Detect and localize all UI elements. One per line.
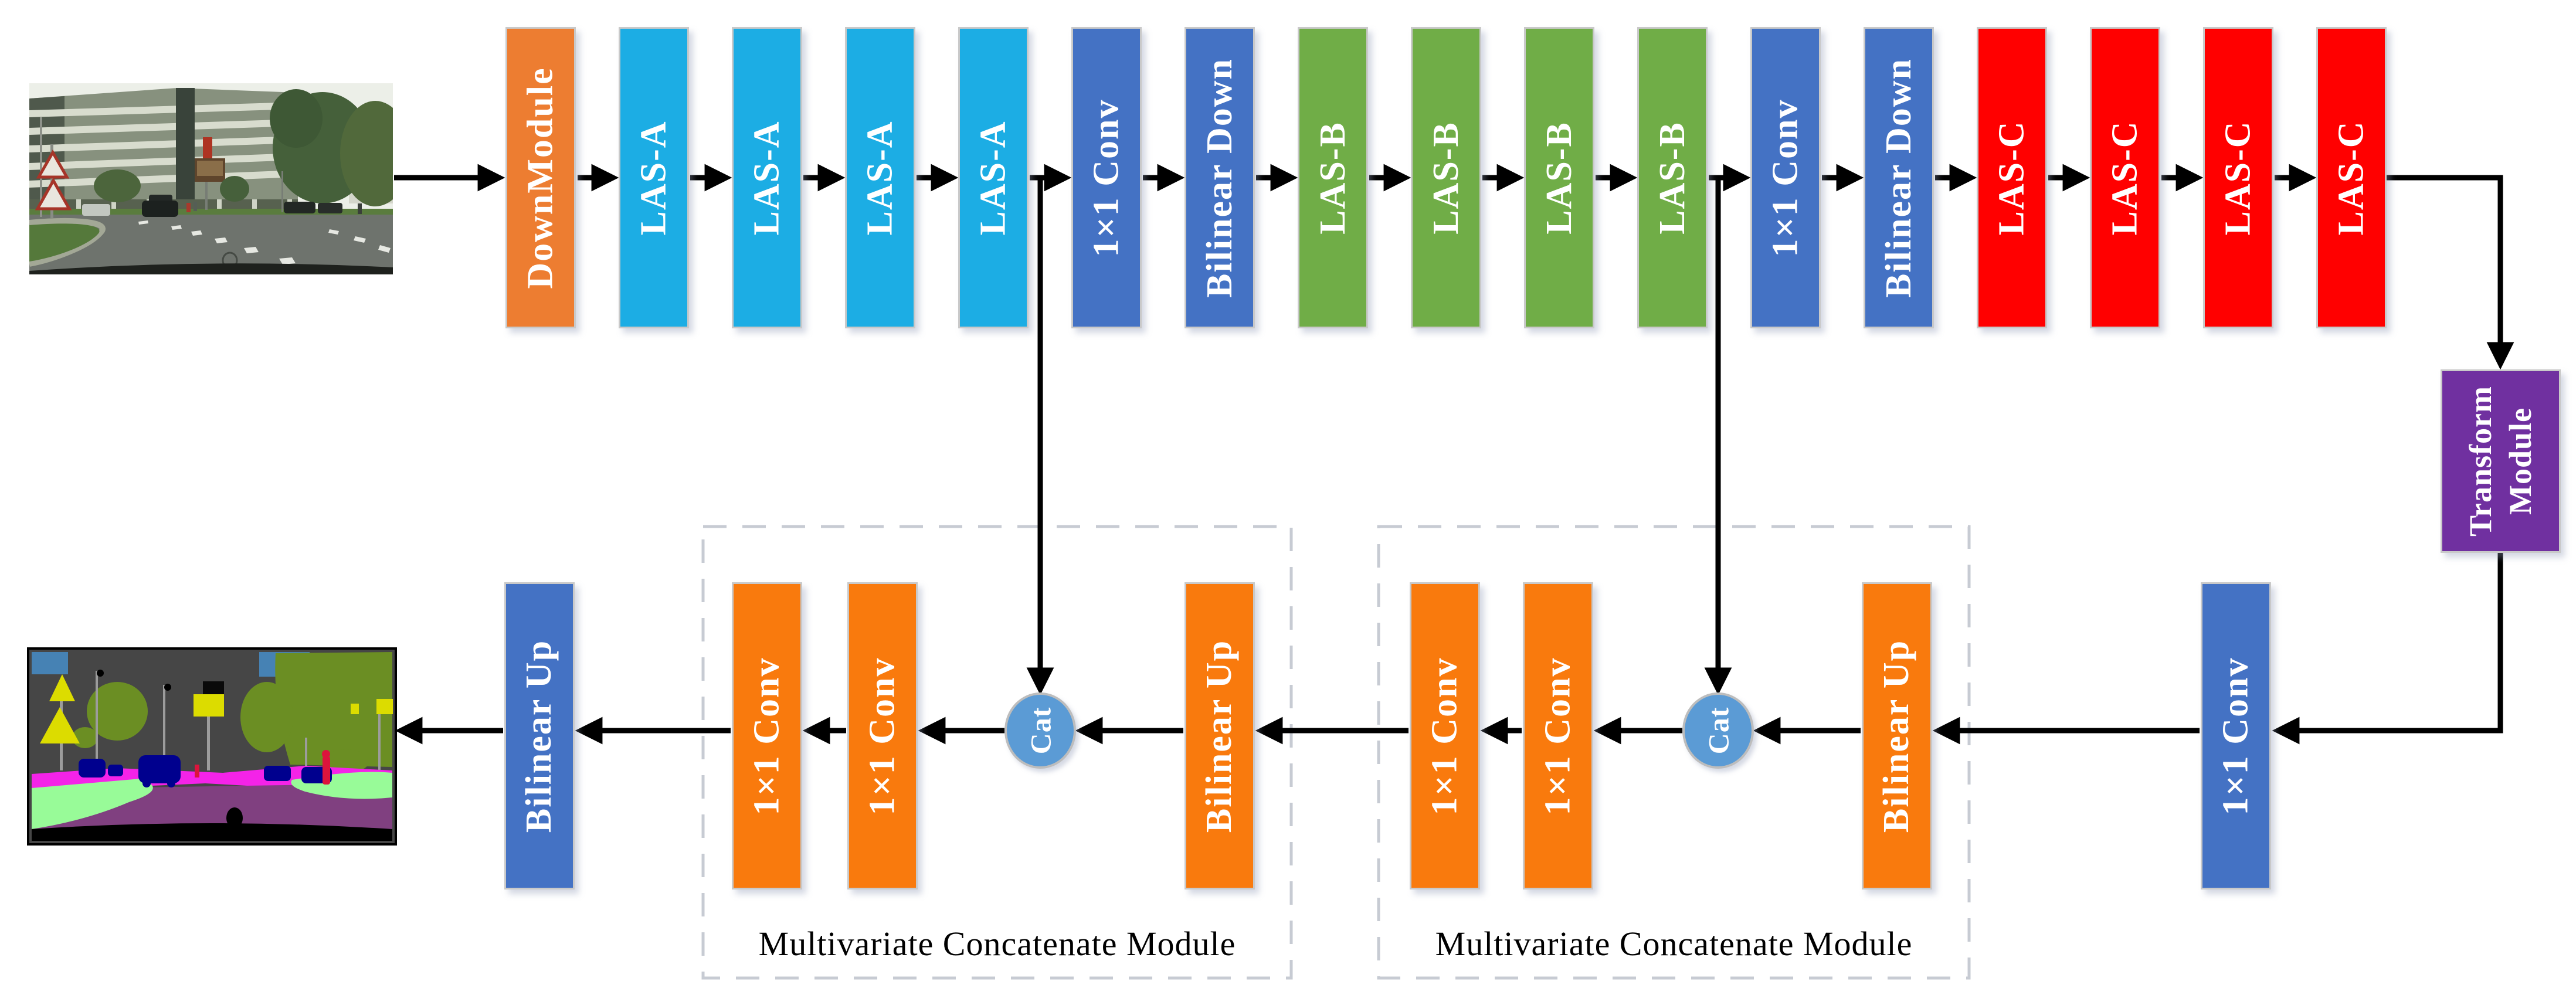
block-label: 1×1 Conv [1538,656,1578,816]
flow-arrows [394,164,2514,745]
trees [94,89,393,206]
block-label: LAS-B [1539,121,1579,235]
grass-island [29,218,106,267]
output-segmentation-frame [27,647,397,846]
block-label: 1×1 Conv [1765,98,1805,257]
block-las-a-4: LAS-A [958,27,1029,328]
block-las-a-3: LAS-A [845,27,915,328]
ego-hood-class [32,807,392,841]
mcm-left-conv-b: 1×1 Conv [847,582,918,889]
mcm-dashed-borders [701,525,1971,980]
block-label: 1×1 Conv [862,656,902,816]
block-bilinear-down-1: Bilinear Down [1185,27,1255,328]
block-las-a-2: LAS-A [732,27,802,328]
block-bilinear-down-2: Bilinear Down [1864,27,1934,328]
mcm-left-conv-a: 1×1 Conv [732,582,802,889]
pedestrians [186,202,362,214]
block-las-a-1: LAS-A [619,27,689,328]
mcm-right-cat-node: Cat [1682,692,1754,769]
lamp-heads [97,670,171,691]
block-label: 1×1 Conv [2215,656,2256,816]
block-las-c-4: LAS-C [2316,27,2387,328]
block-conv-2: 1×1 Conv [1750,27,1821,328]
cat-label: Cat [1023,707,1057,755]
block-label: Bilinear Up [1199,639,1240,833]
mcm-box-right-border [1377,525,1971,980]
block-label: 1×1 Conv [1424,656,1465,816]
block-label: LAS-A [973,120,1013,236]
block-label: Bilinear Up [519,639,559,833]
mcm-box-left-border [701,525,1293,980]
input-street-image [29,83,393,274]
lane-markings [138,220,391,264]
mcm-left-cat-node: Cat [1004,692,1076,769]
cat-label: Cat [1701,707,1735,755]
block-label: LAS-B [1652,121,1692,235]
block-downmodule: DownModule [505,27,576,328]
block-final-bilinear-up: Bilinear Up [504,582,575,889]
mcm-right-conv-a: 1×1 Conv [1410,582,1480,889]
block-label: LAS-C [2218,120,2258,236]
block-las-c-3: LAS-C [2203,27,2273,328]
block-label: LAS-A [746,120,787,236]
mcm-right-conv-b: 1×1 Conv [1523,582,1593,889]
person-class [195,750,330,785]
block-label: LAS-A [860,120,900,236]
block-label: Transform Module [2461,386,2540,537]
vehicles [82,195,342,217]
mcm-right-title: Multivariate Concatenate Module [1435,925,1913,963]
block-label: LAS-C [2331,120,2371,236]
output-segmentation-image [29,650,395,843]
mcm-left-bilinear-up: Bilinear Up [1185,582,1255,889]
block-label: LAS-B [1312,121,1353,235]
block-label: LAS-B [1426,121,1466,235]
building [29,88,298,210]
traffic-signs [35,117,283,218]
block-las-b-3: LAS-B [1524,27,1594,328]
mcm-right-bilinear-up: Bilinear Up [1862,582,1932,889]
block-label: LAS-C [1991,120,2032,236]
block-label: 1×1 Conv [746,656,787,816]
block-label: LAS-A [633,120,674,236]
block-las-b-1: LAS-B [1298,27,1368,328]
block-las-c-2: LAS-C [2090,27,2160,328]
block-label: DownModule [520,66,561,289]
traffic-sign-class [40,674,393,743]
block-label: Bilinear Down [1878,57,1919,298]
block-label: Bilinear Up [1876,639,1917,833]
block-las-b-2: LAS-B [1411,27,1481,328]
car-class [79,755,332,787]
transform-line2: Module [2502,408,2538,515]
block-las-b-4: LAS-B [1637,27,1708,328]
block-las-c-1: LAS-C [1977,27,2047,328]
ego-hood [29,252,393,274]
block-conv-right: 1×1 Conv [2201,582,2271,889]
mcm-left-title: Multivariate Concatenate Module [758,925,1236,963]
transform-line1: Transform [2463,386,2498,537]
block-label: 1×1 Conv [1086,98,1126,257]
vegetation-class [72,652,392,773]
arrow-transform-to-conv [2272,553,2503,745]
block-label: Bilinear Down [1199,57,1240,298]
grass-strip [29,209,393,215]
block-transform-module: Transform Module [2441,369,2561,553]
arrow-lasc-to-transform [2387,175,2514,370]
sign-back [203,681,224,695]
block-label: LAS-C [2105,120,2145,236]
block-conv-1: 1×1 Conv [1071,27,1142,328]
